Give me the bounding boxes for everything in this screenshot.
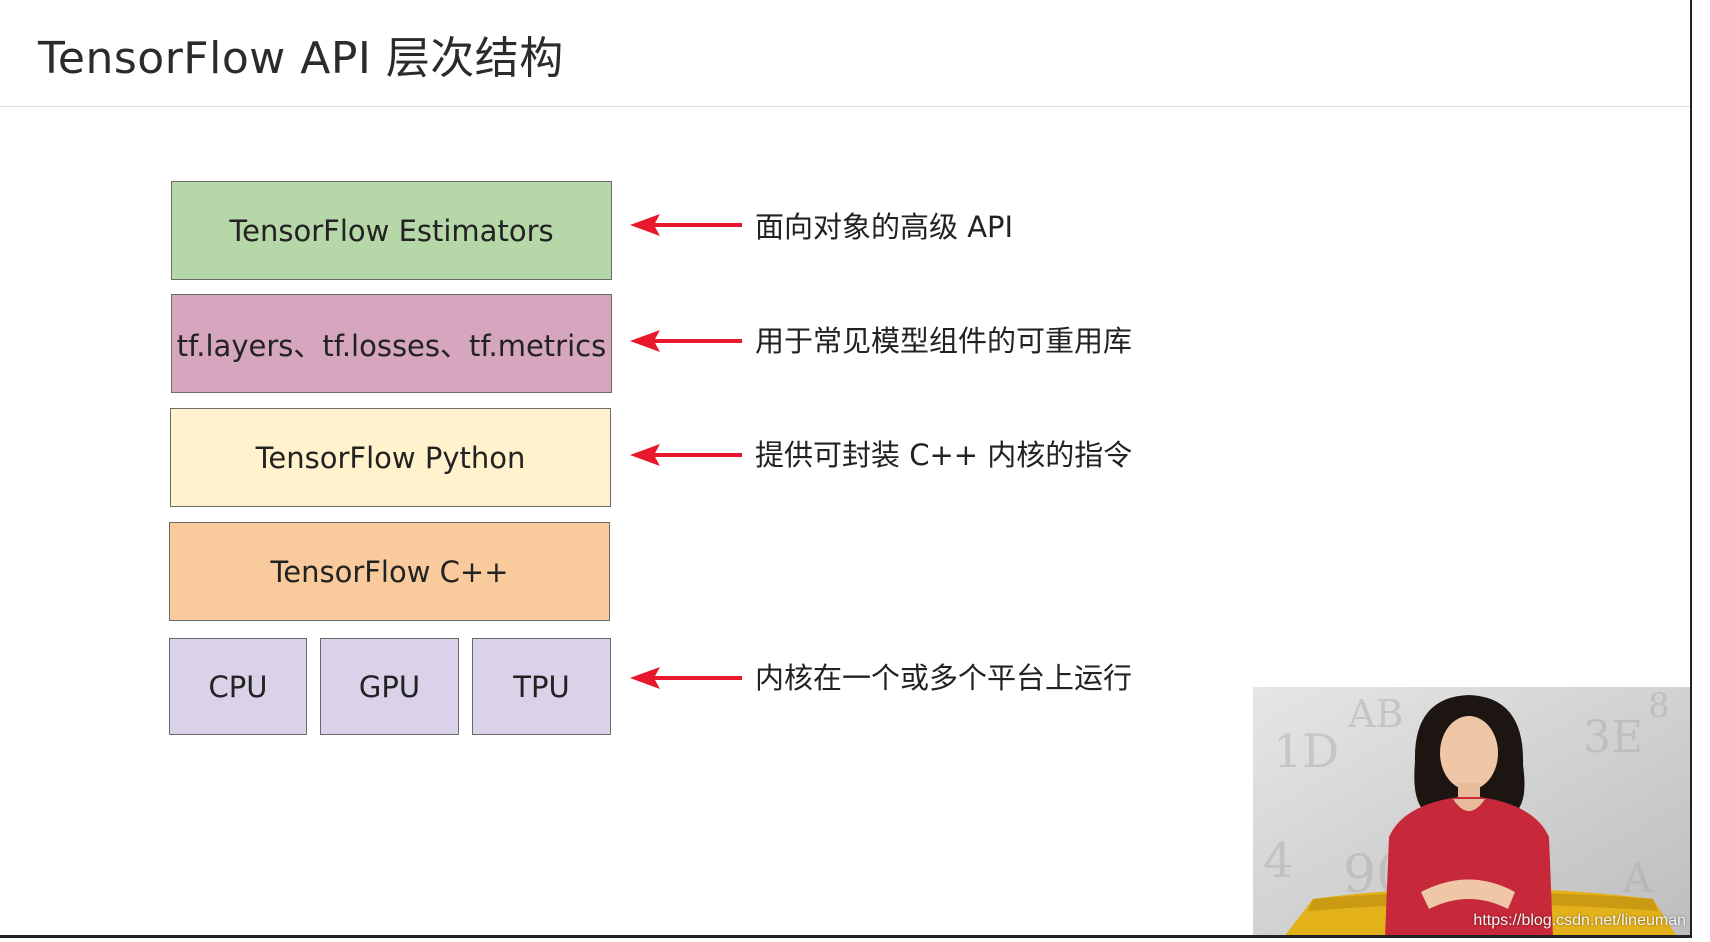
layer-hardware-gpu: GPU	[320, 638, 459, 735]
arrow-left-icon	[630, 329, 750, 353]
svg-text:4: 4	[1263, 833, 1294, 889]
arrow-left-icon	[630, 666, 750, 690]
annotation-libraries: 用于常见模型组件的可重用库	[755, 318, 1132, 360]
presenter-video[interactable]: AB 3E 1D 4 90 A 8 https://blog.csdn.net/…	[1253, 687, 1692, 938]
svg-text:1D: 1D	[1273, 724, 1339, 778]
layer-hardware-tpu: TPU	[472, 638, 611, 735]
layer-cpp: TensorFlow C++	[169, 522, 610, 621]
slide-title: TensorFlow API 层次结构	[38, 22, 564, 86]
presenter-video-frame: AB 3E 1D 4 90 A 8	[1253, 687, 1692, 938]
svg-text:3E: 3E	[1583, 712, 1643, 763]
annotation-python: 提供可封装 C++ 内核的指令	[755, 432, 1132, 474]
annotation-estimators: 面向对象的高级 API	[755, 204, 1013, 246]
arrow-left-icon	[630, 443, 750, 467]
layer-python: TensorFlow Python	[170, 408, 611, 507]
title-divider	[0, 106, 1692, 107]
watermark-text: https://blog.csdn.net/lineuman	[1473, 912, 1686, 930]
svg-text:AB: AB	[1347, 692, 1403, 736]
layer-hardware-cpu: CPU	[169, 638, 307, 735]
layer-estimators: TensorFlow Estimators	[171, 181, 612, 280]
annotation-hardware: 内核在一个或多个平台上运行	[755, 655, 1132, 697]
svg-text:8: 8	[1648, 687, 1670, 726]
arrow-left-icon	[630, 213, 750, 237]
svg-text:A: A	[1622, 856, 1653, 902]
layer-libraries: tf.layers、tf.losses、tf.metrics	[171, 294, 612, 393]
